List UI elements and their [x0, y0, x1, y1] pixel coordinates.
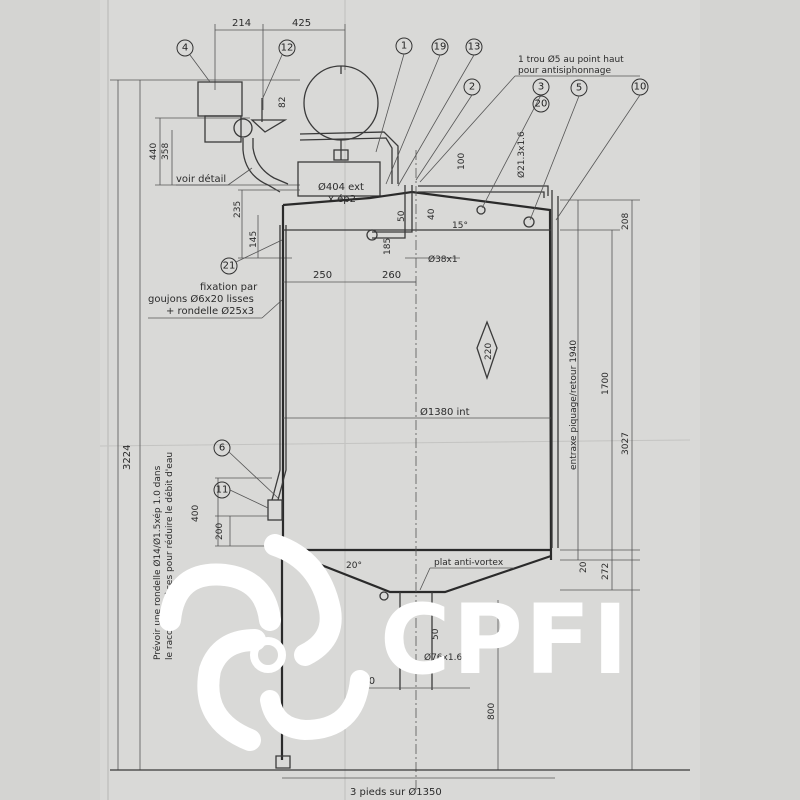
- dim-50: 50: [397, 210, 407, 222]
- balloon-10: 10: [555, 78, 649, 221]
- balloon-12: 12: [261, 39, 296, 101]
- voir-detail-note: voir détail: [176, 167, 253, 186]
- fixation-note: fixation par goujons Ø6x20 lisses + rond…: [148, 282, 283, 319]
- badge-220: 220: [476, 320, 498, 381]
- lid-dimensions: 235 145: [233, 189, 300, 259]
- svg-text:3: 3: [538, 82, 544, 93]
- tank-center-dims: Ø1380 int 250 260: [283, 270, 551, 419]
- inlet-pipe: 185 50 40 100 15° Ø38x1: [366, 153, 468, 265]
- trou-label: 1 trou Ø5 au point haut: [518, 54, 624, 65]
- balloon-11: 11: [213, 481, 269, 509]
- rondelle-line1: Prévoir une rondelle Ø14/Ø1.5xép 1.0 dan…: [152, 465, 163, 660]
- rondelle-note: Prévoir une rondelle Ø14/Ø1.5xép 1.0 dan…: [152, 452, 175, 660]
- fixation-line3: + rondelle Ø25x3: [166, 305, 254, 317]
- balloon-4: 4: [176, 39, 211, 83]
- angle-20: 20°: [346, 561, 362, 571]
- svg-text:11: 11: [216, 485, 229, 496]
- dim-214: 214: [232, 18, 251, 29]
- balloon-2: 2: [415, 78, 481, 181]
- balloon-13: 13: [397, 38, 483, 187]
- balloon-6: 6: [213, 439, 279, 499]
- dim-76: Ø76x1.6: [424, 652, 462, 663]
- balloon-20: 20: [532, 95, 550, 113]
- top-piping: [299, 131, 399, 184]
- dim-220: 220: [484, 343, 494, 360]
- dim-800: 800: [487, 703, 497, 720]
- dim-358: 358: [161, 143, 171, 160]
- dim-1940: entraxe piquage/retour 1940: [569, 340, 579, 470]
- dim-272: 272: [601, 563, 611, 580]
- left-drain-pipe: 400 200: [191, 225, 287, 547]
- fixation-line2: goujons Ø6x20 lisses: [148, 293, 254, 305]
- right-dimensions: entraxe piquage/retour 1940 1700 3027 20…: [560, 199, 640, 770]
- dim-20: 20: [579, 561, 589, 573]
- voir-detail-label: voir détail: [176, 173, 226, 185]
- rondelle-line2: le raccord 3 pièces pour réduire le débi…: [164, 452, 175, 660]
- svg-text:5: 5: [576, 83, 582, 94]
- dim-145: 145: [249, 231, 259, 248]
- dim-82: 82: [278, 97, 288, 108]
- dim-440: 440: [149, 143, 159, 160]
- svg-text:2: 2: [469, 82, 475, 93]
- svg-text:1: 1: [401, 41, 407, 52]
- svg-text:6: 6: [219, 443, 225, 454]
- svg-text:4: 4: [182, 43, 188, 54]
- plat-label: plat anti-vortex: [434, 558, 504, 568]
- dim-3224: 3224: [122, 445, 133, 470]
- balloon-5: 5: [529, 79, 588, 221]
- dim-208: 208: [621, 213, 631, 230]
- dim-185: 185: [383, 238, 393, 255]
- dim-1380: Ø1380 int: [420, 406, 470, 418]
- dim-400: 400: [191, 505, 201, 522]
- dim-38: Ø38x1: [428, 254, 458, 265]
- dim-40: 40: [427, 208, 437, 220]
- balloon-3: 3: [481, 78, 550, 209]
- dim-425: 425: [292, 18, 311, 29]
- dim-260: 260: [382, 270, 401, 281]
- antisiphon-note: 1 trou Ø5 au point haut pour antisiphonn…: [419, 54, 640, 183]
- dim-200: 200: [215, 523, 225, 540]
- dim-1350: 3 pieds sur Ø1350: [350, 786, 442, 798]
- svg-text:13: 13: [468, 42, 481, 53]
- tank-top-lid: Ø404 ext x ép2: [297, 161, 381, 205]
- top-dimensions: 214 425: [214, 18, 346, 110]
- cpfi-logo-text: CPFI: [380, 584, 631, 696]
- cone-bottom: 20° plat anti-vortex 150 50 Ø76x1.6 800: [346, 558, 514, 770]
- return-pipe: Ø21.3x1.6: [418, 131, 559, 548]
- svg-text:20: 20: [535, 99, 548, 110]
- svg-text:19: 19: [434, 42, 447, 53]
- dim-250: 250: [313, 270, 332, 281]
- balloon-1: 1: [375, 37, 413, 153]
- svg-text:21: 21: [223, 261, 236, 272]
- dim-235: 235: [233, 201, 243, 218]
- angle-15: 15°: [452, 221, 468, 231]
- svg-text:12: 12: [281, 43, 294, 54]
- pump-motor: [197, 81, 289, 193]
- dim-213: Ø21.3x1.6: [516, 131, 527, 178]
- dim-100: 100: [457, 153, 467, 170]
- dim-1700: 1700: [601, 372, 611, 395]
- balloon-19: 19: [385, 38, 449, 185]
- svg-text:10: 10: [634, 82, 647, 93]
- cpfi-logo-mark: [159, 534, 370, 751]
- fixation-line1: fixation par: [200, 282, 258, 293]
- dim-ep2: x ép2: [328, 193, 356, 205]
- antisiphon-label: pour antisiphonnage: [518, 66, 611, 76]
- balloon-21: 21: [220, 239, 283, 275]
- dim-50b: 50: [431, 628, 441, 640]
- dim-3027: 3027: [621, 432, 631, 455]
- dim-404: Ø404 ext: [318, 181, 364, 193]
